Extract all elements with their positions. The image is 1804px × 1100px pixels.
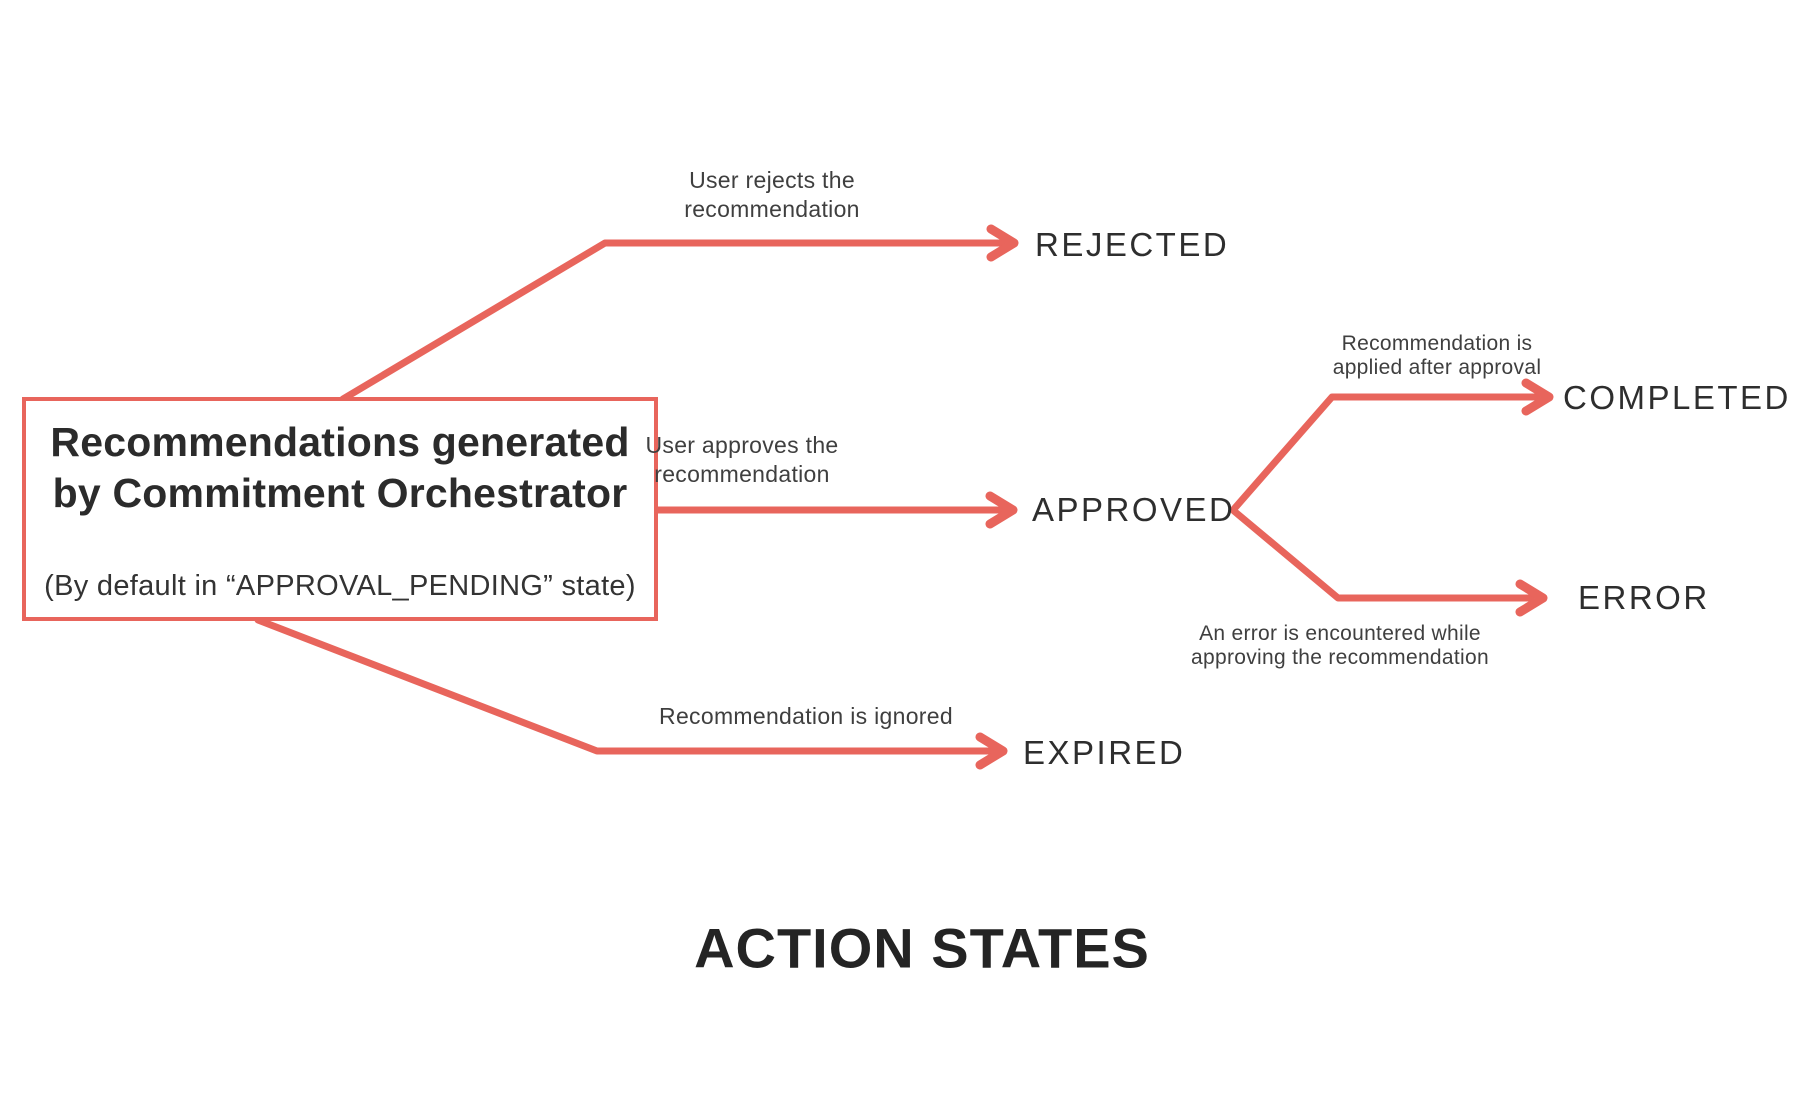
annotation-reject-line1: User rejects the bbox=[689, 167, 855, 193]
arrow-error-line bbox=[1230, 507, 1535, 602]
annotation-complete: Recommendation is applied after approval bbox=[1333, 332, 1542, 380]
annotation-complete-line1: Recommendation is bbox=[1341, 332, 1533, 355]
annotation-approve-line2: recommendation bbox=[654, 461, 830, 487]
state-approved: APPROVED bbox=[1032, 491, 1236, 528]
state-error: ERROR bbox=[1578, 579, 1710, 616]
state-expired: EXPIRED bbox=[1023, 734, 1186, 771]
state-rejected: REJECTED bbox=[1035, 226, 1230, 263]
annotation-reject-line2: recommendation bbox=[684, 196, 860, 222]
arrowhead-approve-icon bbox=[985, 491, 1018, 529]
annotation-error: An error is encountered while approving … bbox=[1191, 622, 1489, 670]
annotation-expire: Recommendation is ignored bbox=[659, 702, 953, 731]
source-box-subtitle: (By default in “APPROVAL_PENDING” state) bbox=[44, 570, 636, 602]
page-title: ACTION STATES bbox=[694, 916, 1150, 980]
annotation-approve-line1: User approves the bbox=[645, 432, 839, 458]
source-box-title-line2: by Commitment Orchestrator bbox=[52, 470, 628, 516]
annotation-error-line2: approving the recommendation bbox=[1191, 646, 1489, 669]
annotation-error-line1: An error is encountered while bbox=[1199, 622, 1481, 645]
annotation-expire-line1: Recommendation is ignored bbox=[659, 703, 953, 729]
arrowhead-expire-icon bbox=[975, 732, 1008, 770]
state-completed: COMPLETED bbox=[1563, 379, 1791, 416]
annotation-approve: User approves the recommendation bbox=[645, 431, 838, 489]
arrowhead-reject-icon bbox=[986, 224, 1019, 262]
arrow-expire-line bbox=[254, 616, 995, 755]
arrow-reject-line bbox=[339, 239, 1006, 403]
arrowhead-error-icon bbox=[1515, 579, 1548, 617]
source-state-box: Recommendations generated by Commitment … bbox=[22, 397, 658, 621]
annotation-complete-line2: applied after approval bbox=[1332, 356, 1542, 379]
annotation-reject: User rejects the recommendation bbox=[684, 166, 860, 224]
source-box-title: Recommendations generated by Commitment … bbox=[50, 417, 629, 519]
source-box-title-line1: Recommendations generated bbox=[50, 419, 630, 465]
arrow-complete-line bbox=[1230, 393, 1541, 513]
arrowhead-complete-icon bbox=[1521, 378, 1554, 416]
